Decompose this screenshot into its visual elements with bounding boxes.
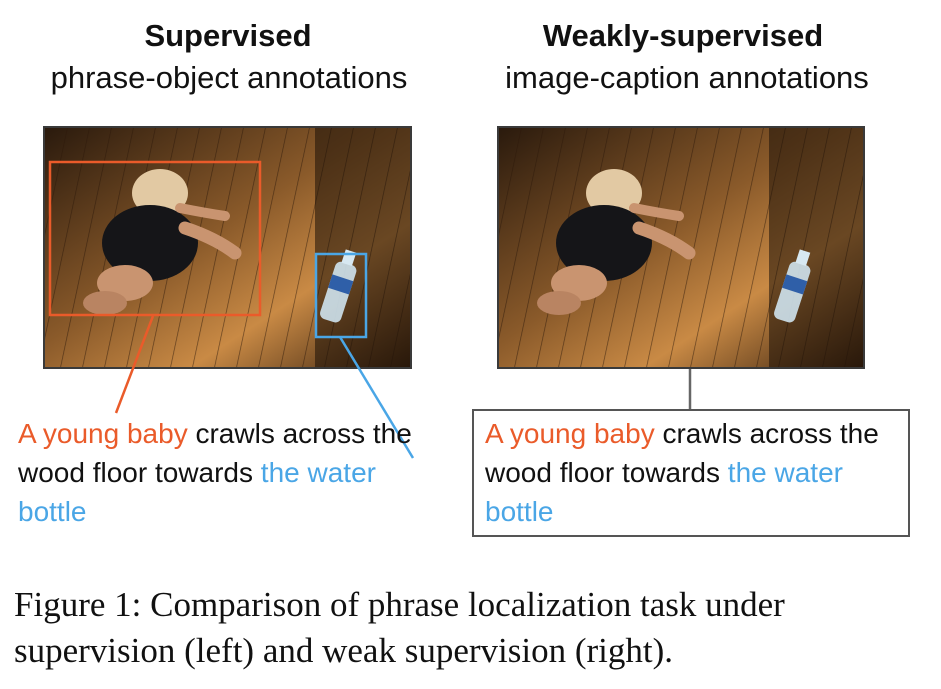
left-caption-baby-phrase: A young baby xyxy=(18,418,188,449)
right-caption-box xyxy=(472,409,910,537)
right-photo xyxy=(497,126,865,369)
left-photo xyxy=(43,126,412,369)
figure-caption: Figure 1: Comparison of phrase localizat… xyxy=(14,585,785,670)
left-caption: A young baby crawls across the wood floo… xyxy=(18,414,448,531)
right-caption-middle: crawls across the wood floor towards xyxy=(485,418,879,488)
left-title: Supervised xyxy=(144,18,312,53)
right-title: Weakly-supervised xyxy=(542,18,824,53)
left-subtitle: phrase-object annotations xyxy=(50,60,408,95)
right-caption-bottle-phrase: the water bottle xyxy=(485,457,843,527)
right-subtitle: image-caption annotations xyxy=(505,60,869,95)
left-caption-bottle-phrase: the water bottle xyxy=(18,457,376,527)
left-caption-middle: crawls across the wood floor towards xyxy=(18,418,412,488)
right-caption-baby-phrase: A young baby xyxy=(485,418,655,449)
right-caption: A young baby crawls across the wood floo… xyxy=(485,414,905,531)
